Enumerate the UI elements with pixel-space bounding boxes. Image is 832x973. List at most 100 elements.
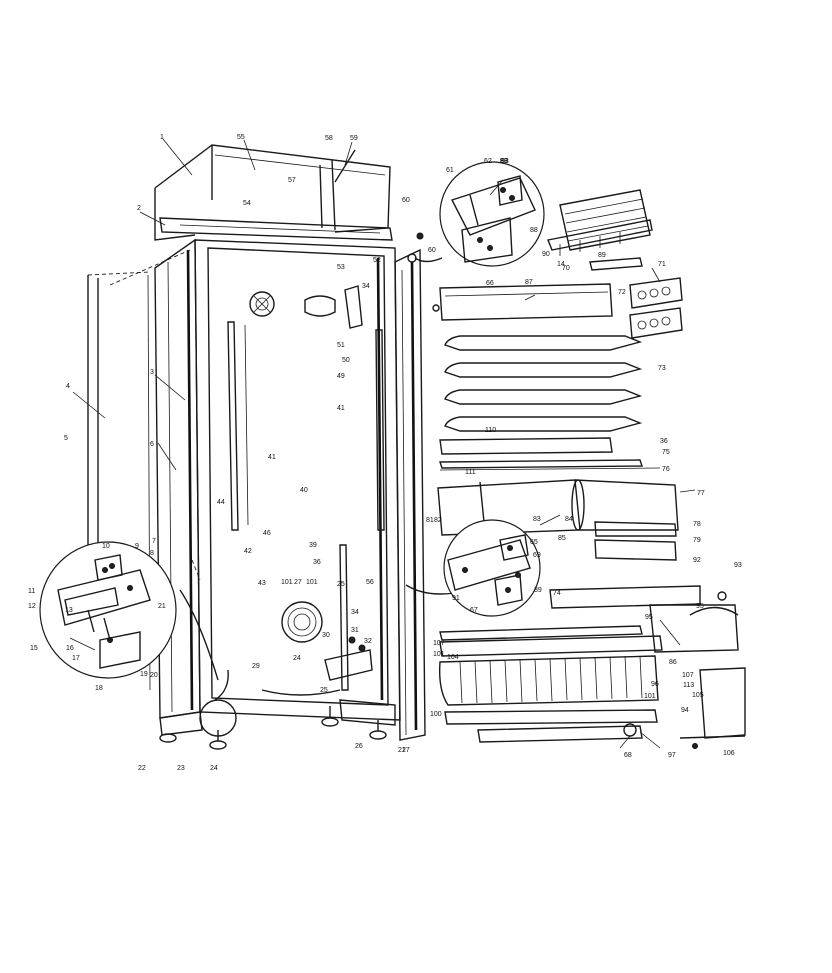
label-111: 111 — [465, 469, 476, 476]
label-25b: 25 — [320, 687, 328, 694]
label-54: 54 — [243, 200, 251, 207]
storage-rack — [547, 189, 653, 271]
label-83b: 83 — [500, 158, 508, 165]
label-57: 57 — [288, 177, 296, 184]
label-20: 20 — [150, 672, 158, 679]
label-8: 8 — [150, 550, 154, 557]
label-3: 3 — [150, 369, 154, 376]
label-30: 30 — [322, 632, 330, 639]
label-34b: 34 — [351, 609, 359, 616]
label-2: 2 — [137, 205, 141, 212]
label-95a: 95 — [696, 603, 704, 610]
label-31: 31 — [351, 627, 359, 634]
label-66: 66 — [486, 280, 494, 287]
label-46: 46 — [263, 530, 271, 537]
label-39: 39 — [309, 542, 317, 549]
label-67: 67 — [470, 607, 478, 614]
label-110: 110 — [485, 427, 496, 434]
label-77: 77 — [697, 490, 705, 497]
door-assembly — [394, 248, 471, 741]
label-14: 14 — [557, 261, 565, 268]
label-51: 51 — [337, 342, 345, 349]
label-68: 68 — [624, 752, 632, 759]
label-71: 71 — [658, 261, 666, 268]
label-15: 15 — [30, 645, 38, 652]
label-19: 19 — [140, 671, 148, 678]
label-94: 94 — [681, 707, 689, 714]
label-60b: 60 — [428, 247, 436, 254]
label-86: 86 — [669, 659, 677, 666]
shelf-support-detail — [443, 519, 541, 617]
label-99: 99 — [500, 158, 508, 165]
label-65: 65 — [530, 539, 538, 546]
label-61: 61 — [446, 167, 454, 174]
label-32: 32 — [364, 638, 372, 645]
label-87: 87 — [525, 279, 533, 286]
label-27a: 27 — [294, 579, 302, 586]
label-89a: 89 — [598, 252, 606, 259]
label-55: 55 — [237, 134, 245, 141]
label-63: 63 — [501, 158, 509, 165]
label-52: 52 — [373, 257, 381, 264]
egg-tray — [629, 277, 683, 339]
label-44: 44 — [217, 499, 225, 506]
label-1: 1 — [160, 134, 164, 141]
label-43: 43 — [258, 580, 266, 587]
label-101c: 101 — [433, 651, 445, 658]
label-9: 9 — [135, 543, 139, 550]
label-89b: 89 — [534, 587, 542, 594]
label-96: 96 — [651, 681, 659, 688]
label-24a: 24 — [210, 765, 218, 772]
label-76: 76 — [662, 466, 670, 473]
label-70: 70 — [562, 265, 570, 272]
label-58: 58 — [325, 135, 333, 142]
label-93: 93 — [734, 562, 742, 569]
label-22: 22 — [138, 765, 146, 772]
label-17: 17 — [72, 655, 80, 662]
label-13: 13 — [65, 607, 73, 614]
top-hinge-detail — [414, 161, 545, 267]
lower-components — [438, 585, 746, 749]
label-105: 105 — [692, 692, 704, 699]
label-95b: 95 — [645, 614, 653, 621]
label-79: 79 — [693, 537, 701, 544]
label-6: 6 — [150, 441, 154, 448]
label-24b: 24 — [293, 655, 301, 662]
label-78: 78 — [693, 521, 701, 528]
label-83a: 83 — [533, 516, 541, 523]
label-16: 16 — [66, 645, 74, 652]
label-21a: 21 — [158, 603, 166, 610]
label-101a: 101 — [281, 579, 293, 586]
label-90: 90 — [542, 251, 550, 258]
label-104: 104 — [447, 654, 459, 661]
label-12: 12 — [28, 603, 36, 610]
label-40: 40 — [300, 487, 308, 494]
hinge-detail-inset — [39, 541, 177, 679]
label-36b: 36 — [660, 438, 668, 445]
label-41b: 41 — [268, 454, 276, 461]
label-75: 75 — [662, 449, 670, 456]
label-69: 69 — [533, 552, 541, 559]
label-5: 5 — [64, 435, 68, 442]
part-labels: 1 2 3 4 5 6 7 8 9 10 11 12 13 14 15 16 1… — [28, 134, 742, 772]
label-59: 59 — [350, 135, 358, 142]
label-107a: 107 — [682, 672, 694, 679]
label-74: 74 — [553, 590, 561, 597]
label-50: 50 — [342, 357, 350, 364]
shelves — [432, 283, 661, 471]
label-23: 23 — [177, 765, 185, 772]
label-81: 81 — [426, 517, 434, 524]
label-10: 10 — [102, 543, 110, 550]
label-73: 73 — [658, 365, 666, 372]
label-42: 42 — [244, 548, 252, 555]
label-106: 106 — [723, 750, 735, 757]
label-34a: 34 — [362, 283, 370, 290]
label-29: 29 — [252, 663, 260, 670]
label-97: 97 — [668, 752, 676, 759]
label-84: 84 — [565, 516, 573, 523]
label-21b: 21 — [398, 747, 406, 754]
label-41a: 41 — [337, 405, 345, 412]
label-88: 88 — [530, 227, 538, 234]
label-92: 92 — [693, 557, 701, 564]
